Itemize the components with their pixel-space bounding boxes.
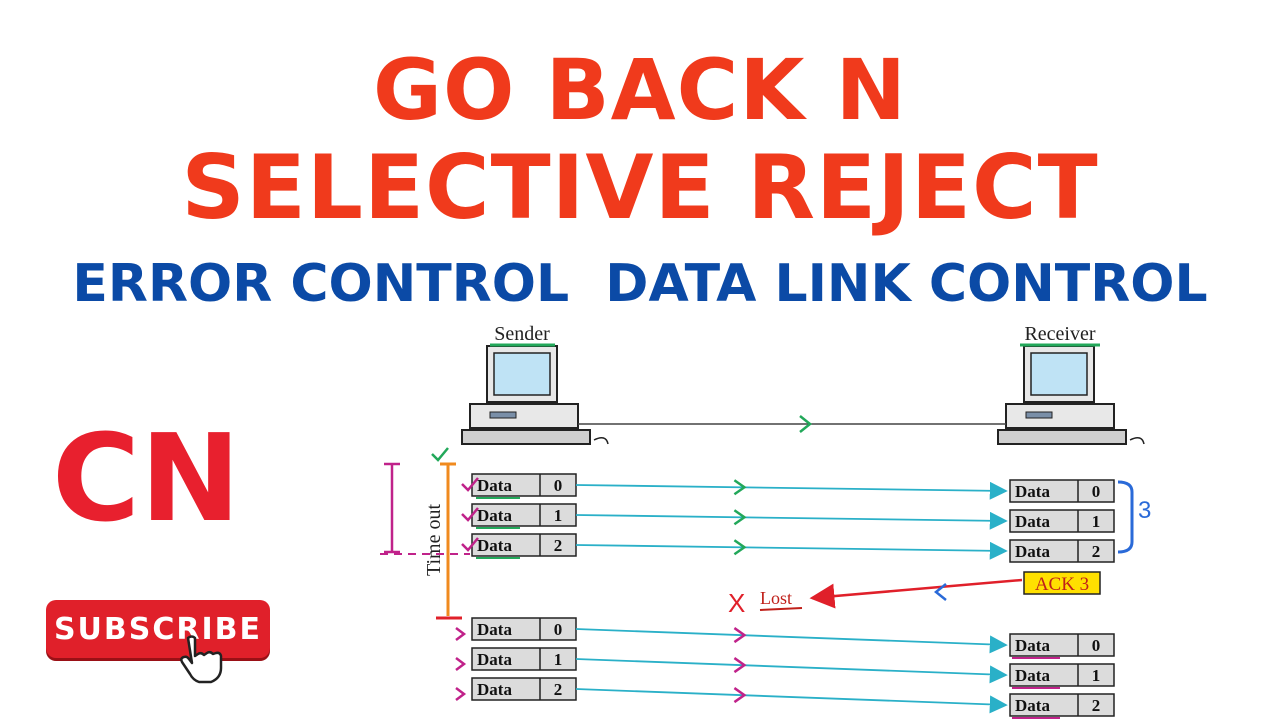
frame-1-arrow xyxy=(575,511,1008,530)
receiver-reframe-2-word: Data xyxy=(1015,696,1050,715)
sender-computer-icon xyxy=(461,345,609,445)
receiver-frame-2-box xyxy=(1009,539,1115,563)
resend-frame-2-seq: 2 xyxy=(554,680,563,699)
subtitle-error-control: ERROR CONTROL DATA LINK CONTROL xyxy=(72,254,1208,314)
receiver-reframe-0-box xyxy=(1009,633,1115,657)
ack-box xyxy=(1023,571,1101,595)
timeout-label: Time out xyxy=(423,504,445,577)
bracket-note: 3 xyxy=(1138,497,1151,524)
resend-frame-1-word: Data xyxy=(477,650,512,669)
receiver-computer-icon xyxy=(997,345,1145,445)
receiver-reframe-0-word: Data xyxy=(1015,636,1050,655)
receiver-frame-2-word: Data xyxy=(1015,542,1050,561)
title-selective-reject: SELECTIVE REJECT xyxy=(181,136,1099,239)
resend-frame-0-seq: 0 xyxy=(554,620,563,639)
timeout-bracket xyxy=(384,462,400,554)
sender-frame-1-seq: 1 xyxy=(554,506,563,525)
receiver-label: Receiver xyxy=(1024,323,1095,345)
title-go-back-n: GO BACK N xyxy=(373,41,907,139)
receiver-frame-0-box xyxy=(1009,479,1115,503)
cn-badge: CN xyxy=(52,410,241,549)
frame-2-arrow xyxy=(575,541,1008,560)
resend-frame-2-word: Data xyxy=(477,680,512,699)
receiver-reframe-0-seq: 0 xyxy=(1092,636,1101,655)
resend-frame-0-word: Data xyxy=(477,620,512,639)
ack-arrow xyxy=(809,578,1023,609)
sender-frame-0-seq: 0 xyxy=(554,476,563,495)
receiver-reframe-1-seq: 1 xyxy=(1092,666,1101,685)
resend-2-arrow xyxy=(575,688,1008,714)
sender-frame-2-seq: 2 xyxy=(554,536,563,555)
lost-label: Lost xyxy=(760,588,792,608)
sender-label: Sender xyxy=(494,323,550,345)
sender-frame-2-word: Data xyxy=(477,536,512,555)
frame-0-arrow xyxy=(575,481,1008,500)
sender-frame-0-word: Data xyxy=(477,476,512,495)
receiver-reframe-2-seq: 2 xyxy=(1092,696,1101,715)
resend-0-arrow xyxy=(575,628,1008,654)
link-direction-mark xyxy=(799,415,813,433)
pointer-hand-icon xyxy=(180,635,223,684)
receiver-frame-0-word: Data xyxy=(1015,482,1050,501)
receiver-reframe-1-word: Data xyxy=(1015,666,1050,685)
sender-frame-1-word: Data xyxy=(477,506,512,525)
receiver-frame-0-seq: 0 xyxy=(1092,482,1101,501)
receiver-frame-1-box xyxy=(1009,509,1115,533)
resend-1-arrow xyxy=(575,658,1008,684)
receiver-frame-1-word: Data xyxy=(1015,512,1050,531)
receiver-frame-1-seq: 1 xyxy=(1092,512,1101,531)
ack-label: ACK 3 xyxy=(1035,574,1089,595)
receiver-reframe-1-box xyxy=(1009,663,1115,687)
subscribe-button[interactable]: SUBSCRIBE xyxy=(46,600,270,658)
receiver-frame-2-seq: 2 xyxy=(1092,542,1101,561)
receiver-bracket xyxy=(1117,480,1134,554)
receiver-reframe-2-box xyxy=(1009,693,1115,717)
lost-x-mark: X xyxy=(728,588,745,618)
resend-frame-1-seq: 1 xyxy=(554,650,563,669)
